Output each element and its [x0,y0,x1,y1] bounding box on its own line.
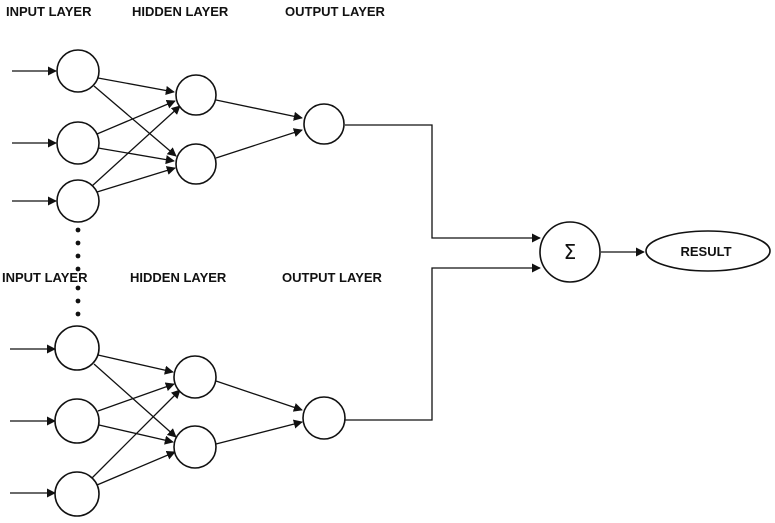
top-network-nodes [56,49,345,223]
bottom-output-to-sum-connector [345,263,541,421]
bottom-edge-h1-o [215,380,303,412]
bottom-input-node-2 [54,398,100,444]
bottom-edge-i3-h2 [96,451,176,486]
top-input-node-3 [56,179,100,223]
top-hidden-node-2 [175,143,217,185]
summation-node: Σ [539,221,601,283]
top-edge-i1-h1 [97,77,175,95]
top-edge-h1-o [215,99,303,121]
result-ellipse [645,230,771,272]
bottom-hidden-node-2 [173,425,217,469]
bottom-edge-i2-h1 [97,382,175,412]
bottom-network-edges [10,263,541,498]
bottom-network-nodes [54,325,346,517]
sigma-symbol: Σ [564,240,577,264]
bottom-input-node-3 [54,471,100,517]
top-hidden-layer-label: HIDDEN LAYER [132,4,229,19]
result-label: RESULT [680,244,731,259]
continuation-dots [75,227,81,317]
top-input-layer-label: INPUT LAYER [6,4,92,19]
bottom-edge-h2-o [215,419,303,445]
summation-circle [539,221,601,283]
top-output-node [303,103,345,145]
top-input-node-2 [56,121,100,165]
bottom-hidden-layer-label: HIDDEN LAYER [130,270,227,285]
top-output-to-sum-connector [345,124,541,243]
bottom-input-layer-label: INPUT LAYER [2,270,88,285]
top-edge-i3-h1 [91,105,181,187]
top-input-node-1 [56,49,100,93]
bottom-output-node [302,396,346,440]
bottom-hidden-node-1 [173,355,217,399]
bottom-input-node-1 [54,325,100,371]
top-output-layer-label: OUTPUT LAYER [285,4,386,19]
bottom-edge-i1-h1 [97,354,174,375]
result-node: RESULT [645,230,771,272]
top-edge-i2-h1 [96,100,176,135]
top-hidden-node-1 [175,74,217,116]
bottom-output-layer-label: OUTPUT LAYER [282,270,383,285]
bottom-edge-i1-h2 [93,363,177,438]
top-edge-i3-h2 [96,166,176,193]
top-edge-i1-h2 [93,85,177,157]
top-network-edges [12,66,541,243]
top-edge-h2-o [215,128,303,159]
bottom-edge-i3-h1 [91,389,181,479]
top-edge-i2-h2 [97,147,175,165]
